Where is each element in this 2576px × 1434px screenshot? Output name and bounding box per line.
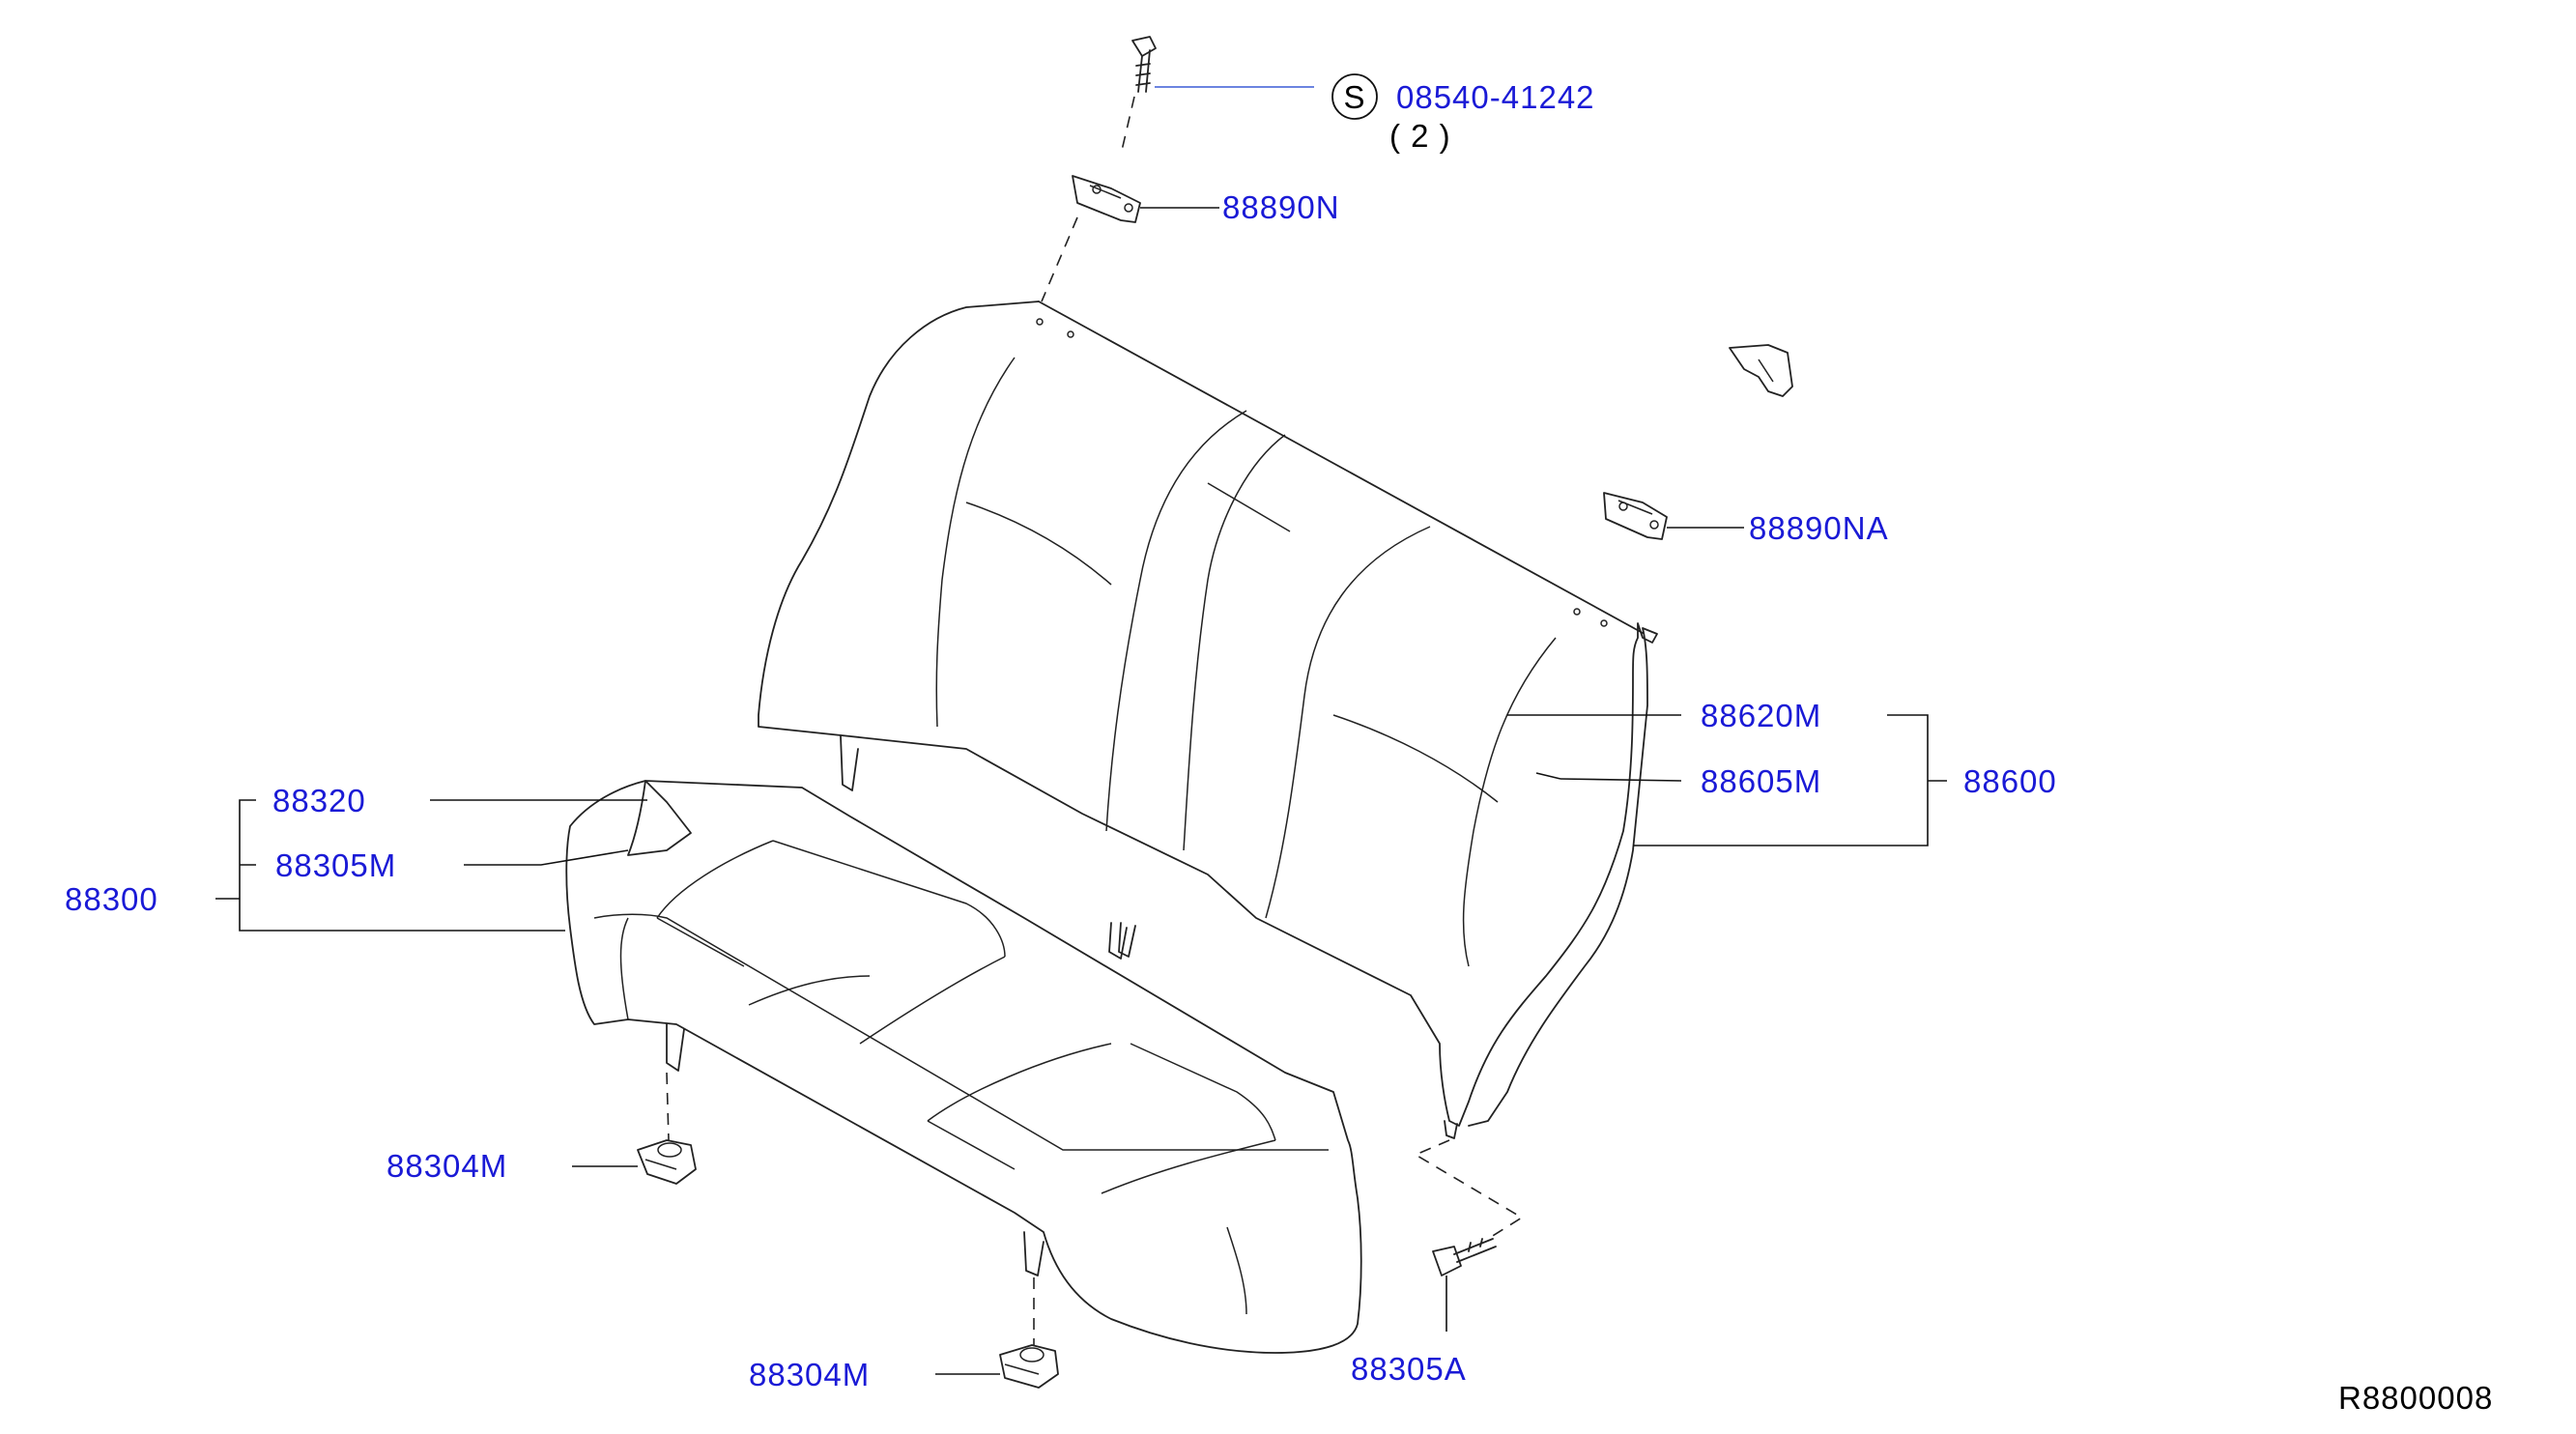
hook-bottom-icon [999,1344,1059,1389]
label-hook-bottom[interactable]: 88304M [749,1357,870,1392]
label-screw-qty: ( 2 ) [1389,118,1451,154]
clip-icon [1729,344,1793,397]
leader-lines [215,86,1947,1375]
label-back-cover[interactable]: 88620M [1701,698,1821,733]
hook-left-icon [637,1139,697,1185]
bolt-icon [1432,1238,1497,1276]
screw-callout: S 08540-41242 ( 2 ) [1331,73,1595,154]
label-cushion-cover[interactable]: 88320 [272,783,366,818]
label-cushion-assy[interactable]: 88300 [65,881,158,917]
label-back-assy[interactable]: 88600 [1963,763,2057,799]
seat-cushion-drawing [565,780,1362,1354]
label-back-trim[interactable]: 88605M [1701,763,1821,799]
label-bracket-right[interactable]: 88890NA [1749,510,1889,546]
label-bolt[interactable]: 88305A [1351,1351,1467,1387]
service-symbol-circle [1331,73,1378,120]
screw-icon [1131,36,1157,93]
bracket-right-icon [1603,492,1668,540]
label-hook-left[interactable]: 88304M [386,1148,507,1184]
bracket-upper-icon [1072,175,1141,223]
label-cushion-trim[interactable]: 88305M [275,847,396,883]
diagram-code: R8800008 [2338,1380,2493,1416]
label-screw-part[interactable]: 08540-41242 [1396,79,1595,115]
seat-back-drawing [758,301,1658,1139]
dashed-assembly-lines [666,96,1524,1345]
label-bracket-upper[interactable]: 88890N [1222,189,1340,225]
service-symbol[interactable]: S [1343,79,1365,115]
